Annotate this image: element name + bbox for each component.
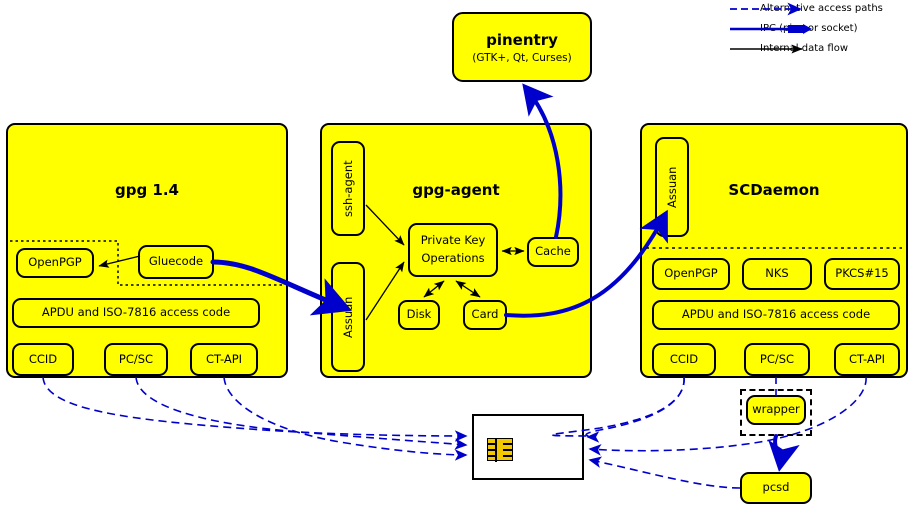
gpg-reader-ctapi-label: CT-API: [205, 351, 243, 366]
wrapper-box[interactable]: wrapper: [746, 395, 806, 425]
flow-ssh-agent-pko: [365, 204, 405, 246]
agent-card-label: Card: [471, 307, 499, 322]
scdaemon-reader-pcsc[interactable]: PC/SC: [744, 343, 810, 376]
alt-path-pcsd-card: [588, 456, 741, 489]
flow-assuan-pko: [365, 261, 405, 321]
legend-label-alt: Alternative access paths: [760, 3, 883, 14]
ipc-agent-to-scdaemon: [504, 209, 668, 318]
agent-disk-label: Disk: [406, 307, 432, 322]
gpg-reader-ctapi[interactable]: CT-API: [190, 343, 258, 376]
flow-gluecode-openpgp: [98, 255, 141, 268]
gpg-gluecode-label: Gluecode: [148, 254, 204, 269]
scdaemon-reader-ccid[interactable]: CCID: [652, 343, 716, 376]
alt-path-gpg-pcsc: [135, 376, 468, 450]
gpg-openpgp-box[interactable]: OpenPGP: [16, 248, 94, 278]
alt-path-scd-ccid-arrow: [585, 376, 685, 443]
gpg-title: gpg 1.4: [114, 181, 179, 199]
scdaemon-title: SCDaemon: [728, 181, 820, 199]
pinentry-title: pinentry: [486, 30, 558, 49]
legend-ipc-head: [803, 24, 812, 34]
gpg-openpgp-label: OpenPGP: [28, 255, 82, 270]
scdaemon-app-pkcs15-label: PKCS#15: [835, 266, 889, 281]
gpg-apdu-label: APDU and ISO-7816 access code: [41, 305, 231, 320]
ipc-gpg-to-agent: [210, 259, 352, 316]
smartcard[interactable]: [472, 414, 584, 480]
agent-disk-box[interactable]: Disk: [398, 300, 440, 330]
gpg-reader-pcsc[interactable]: PC/SC: [104, 343, 168, 376]
gpg-reader-ccid[interactable]: CCID: [12, 343, 74, 376]
scdaemon-app-pkcs15[interactable]: PKCS#15: [824, 258, 900, 290]
ipc-agent-to-pinentry: [522, 83, 563, 239]
agent-card-box[interactable]: Card: [463, 300, 507, 330]
scdaemon-app-openpgp-label: OpenPGP: [664, 266, 718, 281]
flow-pko-card: [455, 280, 481, 298]
wrapper-label: wrapper: [752, 402, 800, 417]
private-key-line2: Operations: [421, 251, 485, 265]
gpg-apdu-box[interactable]: APDU and ISO-7816 access code: [12, 298, 260, 328]
alt-path-scd-ctapi: [588, 376, 867, 456]
scdaemon-reader-ccid-label: CCID: [669, 351, 699, 366]
alt-path-gpg-ccid: [42, 376, 468, 442]
alt-path-scd-ccid: [550, 376, 685, 437]
scdaemon-reader-pcsc-label: PC/SC: [759, 351, 795, 366]
scdaemon-app-nks-label: NKS: [765, 266, 789, 281]
pinentry-subtitle: (GTK+, Qt, Curses): [472, 51, 572, 64]
smartcard-chip-icon: [487, 438, 513, 462]
legend-label-internal: Internal data flow: [760, 43, 849, 54]
alt-path-gpg-ctapi: [223, 376, 468, 461]
gpg-gluecode-box[interactable]: Gluecode: [138, 245, 214, 279]
gpg-reader-ccid-label: CCID: [28, 351, 58, 366]
scdaemon-reader-ctapi-label: CT-API: [848, 351, 886, 366]
scdaemon-apdu-box[interactable]: APDU and ISO-7816 access code: [652, 300, 900, 330]
gpg-reader-pcsc-label: PC/SC: [118, 351, 154, 366]
ipc-wrapper-to-pcsd: [768, 434, 800, 472]
gpg-agent-title: gpg-agent: [412, 181, 500, 199]
agent-cache-label: Cache: [535, 244, 571, 259]
agent-cache-box[interactable]: Cache: [527, 237, 579, 267]
scdaemon-apdu-label: APDU and ISO-7816 access code: [681, 307, 871, 322]
scdaemon-reader-ctapi[interactable]: CT-API: [834, 343, 900, 376]
private-key-line1: Private Key: [420, 233, 486, 248]
agent-private-key-ops-box[interactable]: Private Key Operations: [408, 223, 498, 277]
scdaemon-app-openpgp[interactable]: OpenPGP: [652, 258, 730, 290]
pinentry-box[interactable]: pinentry (GTK+, Qt, Curses): [452, 12, 592, 82]
scdaemon-app-nks[interactable]: NKS: [742, 258, 812, 290]
flow-pko-disk: [423, 280, 445, 298]
pcsd-box[interactable]: pcsd: [740, 472, 812, 504]
pcsd-label: pcsd: [762, 480, 790, 495]
